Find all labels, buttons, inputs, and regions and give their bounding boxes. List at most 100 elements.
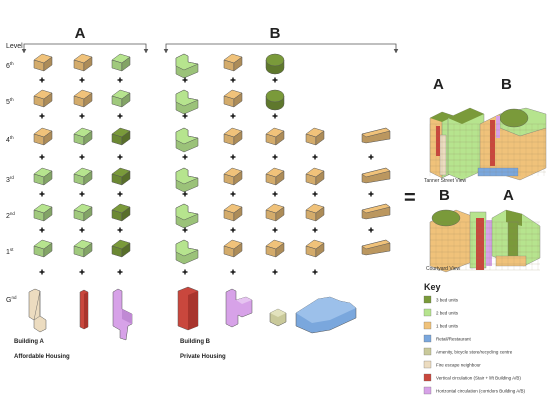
plus-sign: [39, 191, 45, 197]
plus-sign: [39, 154, 45, 160]
plus-sign: [312, 191, 318, 197]
floor-plate: [223, 239, 243, 258]
key-item: Amenity, bicycle store/recycling centre: [423, 347, 513, 356]
key-title: Key: [424, 282, 441, 292]
section-a-bracket: [21, 43, 149, 54]
key-swatch: [423, 347, 432, 356]
floor-plate: [175, 203, 199, 229]
floor-plate: [73, 89, 93, 108]
plus-sign: [230, 227, 236, 233]
plus-sign: [272, 154, 278, 160]
key-item: 3 bed units: [423, 295, 459, 304]
plus-sign: [368, 191, 374, 197]
level-label: Gnd: [6, 295, 17, 304]
floor-plate: [33, 53, 53, 72]
key-label: 3 bed units: [436, 298, 459, 303]
floor-plate: [33, 203, 53, 222]
section-b-bracket: [163, 43, 399, 54]
floor-plate: [33, 89, 53, 108]
plus-sign: [182, 154, 188, 160]
floor-plate: [111, 239, 131, 258]
level-label: 3rd: [6, 175, 14, 184]
key-label: 2 bed units: [436, 311, 459, 316]
key-label: Retail/Restaurant: [436, 337, 472, 342]
floor-plate: [111, 89, 131, 108]
plus-sign: [312, 154, 318, 160]
key-swatch: [423, 334, 432, 343]
floor-plate: [175, 167, 199, 193]
key-swatch: [423, 295, 432, 304]
key-item: Retail/Restaurant: [423, 334, 472, 343]
level-label: 2nd: [6, 211, 15, 220]
building-a-name: Building A: [14, 339, 44, 345]
key-swatch: [423, 360, 432, 369]
plus-sign: [79, 113, 85, 119]
plus-sign: [312, 227, 318, 233]
floor-plate: [33, 239, 53, 258]
floor-plate: [305, 203, 325, 222]
plus-sign: [79, 269, 85, 275]
plus-sign: [39, 113, 45, 119]
ground-horizontal-circulation-b: [225, 288, 253, 328]
key-item: Horizontal circulation (corridors Buildi…: [423, 386, 526, 395]
floor-plate: [223, 89, 243, 108]
floor-plate: [361, 203, 391, 220]
floor-plate: [111, 53, 131, 72]
plus-sign: [117, 77, 123, 83]
floor-plate: [73, 53, 93, 72]
plus-sign: [182, 269, 188, 275]
key-label: Horizontal circulation (corridors Buildi…: [436, 389, 526, 394]
bottom-view-label-b: B: [439, 187, 450, 204]
ground-retail-b: [295, 296, 357, 334]
ground-amenity-b: [269, 308, 287, 327]
plus-sign: [230, 113, 236, 119]
plus-sign: [182, 113, 188, 119]
building-a-desc: Affordable Housing: [14, 354, 70, 360]
floor-plate: [33, 127, 53, 146]
floor-plate: [305, 239, 325, 258]
key-swatch: [423, 321, 432, 330]
tanner-street-view: [429, 107, 547, 181]
floor-plate: [265, 89, 285, 111]
key-item: Vertical circulation (Stair + lift Build…: [423, 373, 521, 382]
level-header: Level: [6, 43, 23, 50]
floor-plate: [361, 167, 391, 184]
plus-sign: [272, 191, 278, 197]
floor-plate: [265, 203, 285, 222]
ground-fire-escape-a: [28, 288, 47, 333]
plus-sign: [39, 269, 45, 275]
equals-sign: =: [404, 187, 416, 209]
floor-plate: [73, 239, 93, 258]
floor-plate: [73, 167, 93, 186]
plus-sign: [272, 77, 278, 83]
key-swatch: [423, 386, 432, 395]
top-view-caption: Tanner Street View: [424, 178, 467, 184]
floor-plate: [223, 203, 243, 222]
plus-sign: [272, 269, 278, 275]
plus-sign: [272, 227, 278, 233]
bottom-view-label-a: A: [503, 187, 514, 204]
floor-plate: [73, 203, 93, 222]
floor-plate: [175, 53, 199, 79]
plus-signs: [39, 77, 374, 275]
plus-sign: [182, 227, 188, 233]
bottom-view-caption: Courtyard View: [426, 266, 460, 272]
plus-sign: [79, 191, 85, 197]
plus-sign: [79, 227, 85, 233]
ground-horizontal-circulation-a: [112, 288, 133, 341]
section-b-title: B: [270, 25, 281, 42]
plus-sign: [230, 154, 236, 160]
courtyard-view: [429, 209, 541, 273]
building-b-desc: Private Housing: [180, 354, 226, 360]
floor-plate: [111, 203, 131, 222]
plus-sign: [230, 269, 236, 275]
level-label: 5th: [6, 97, 14, 106]
top-view-label-a: A: [433, 76, 444, 93]
floor-plate: [265, 167, 285, 186]
floor-plate: [223, 167, 243, 186]
plus-sign: [368, 154, 374, 160]
plus-sign: [79, 77, 85, 83]
level-label: 1st: [6, 247, 14, 256]
